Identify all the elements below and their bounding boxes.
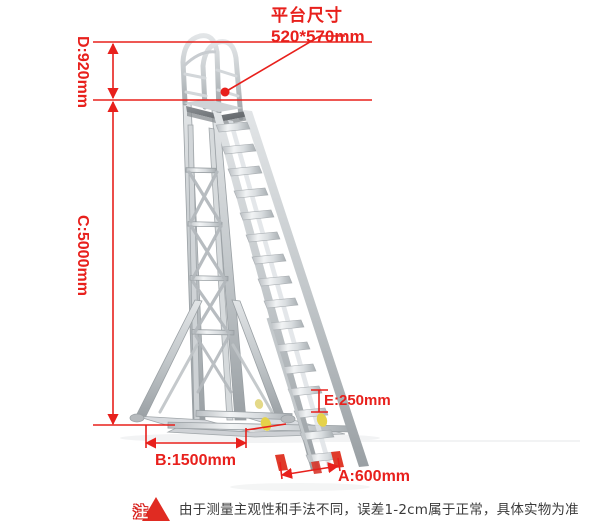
a-dimension-label: A:600mm [338,468,411,485]
c-dimension-label: C:5000mm [74,215,91,296]
b-leader [245,423,287,431]
d-dimension-label: D:920mm [74,36,91,109]
measurement-disclaimer: 注 由于测量主观性和手法不同，误差1-2cm属于正常，具体实物为准 [133,492,607,524]
warning-triangle-icon: 注 [133,494,173,522]
dimension-annotations [93,35,372,480]
stair-treads [215,121,341,463]
platform-size-line1: 平台尺寸 [271,6,343,25]
b-dimension-label: B:1500mm [155,452,236,469]
platform-leader-dot [220,87,230,97]
a-arrow [280,462,340,479]
warning-note-char: 注 [133,503,149,521]
e-dimension-label: E:250mm [324,392,391,409]
platform-size-label: 平台尺寸 520*570mm [271,5,365,47]
a-extension-left [279,461,283,480]
platform-leader [224,35,345,93]
a-extension-right [337,457,341,472]
platform-size-line2: 520*570mm [271,27,365,46]
disclaimer-text: 由于测量主观性和手法不同，误差1-2cm属于正常，具体实物为准 [179,502,579,518]
